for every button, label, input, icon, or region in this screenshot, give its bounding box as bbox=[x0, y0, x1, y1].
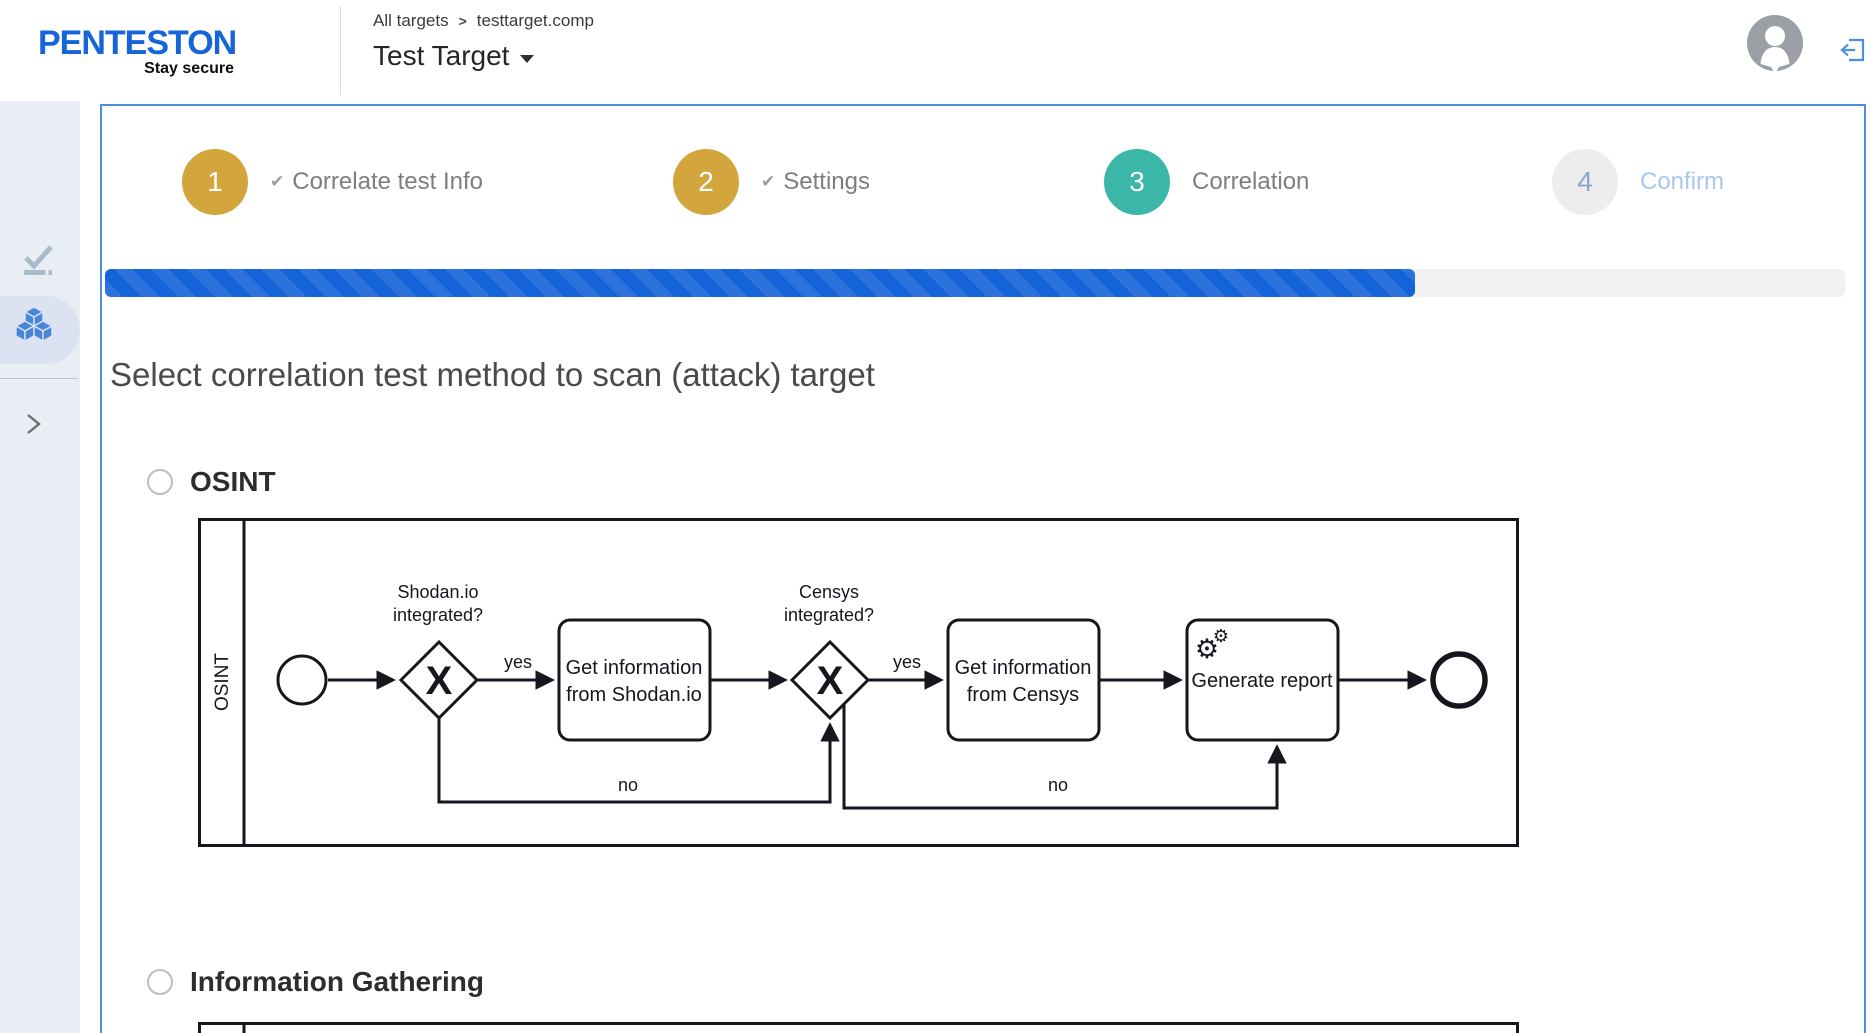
pool-border bbox=[198, 1022, 1519, 1033]
task-label: Get information bbox=[955, 657, 1092, 679]
task-box bbox=[1185, 618, 1340, 742]
gateway-x-marker: X bbox=[426, 659, 453, 703]
no-branch-flow bbox=[437, 718, 840, 804]
step-number: 1 bbox=[182, 149, 248, 215]
app-header: PENTESTON Stay secure All targets > test… bbox=[0, 0, 1873, 101]
gateway-x-marker: X bbox=[817, 659, 844, 703]
no-branch-flow bbox=[842, 704, 1287, 810]
step-label: Confirm bbox=[1640, 168, 1725, 195]
sidebar bbox=[0, 101, 80, 1033]
task-box bbox=[557, 618, 712, 742]
progress-track bbox=[105, 269, 1845, 297]
edge-label-no: no bbox=[618, 775, 638, 795]
lane-label: OSINT bbox=[212, 653, 233, 711]
check-underline-icon bbox=[24, 245, 53, 275]
page-title: Select correlation test method to scan (… bbox=[110, 356, 875, 393]
chevron-right-icon bbox=[27, 414, 41, 434]
wizard-step-2[interactable]: 2 ✔ Settings bbox=[673, 149, 870, 215]
edge-label-yes: yes bbox=[504, 652, 532, 672]
start-event bbox=[276, 654, 328, 706]
service-gears-icon: ⚙ bbox=[1195, 634, 1219, 664]
breadcrumb-root[interactable]: All targets bbox=[373, 11, 449, 30]
sidebar-item-tests[interactable] bbox=[21, 243, 57, 282]
wizard-step-4[interactable]: 4 Confirm bbox=[1552, 149, 1724, 215]
content-card: 1 ✔ Correlate test Info 2 ✔ Settings 3 C… bbox=[100, 104, 1866, 1033]
sidebar-expand-button[interactable] bbox=[24, 413, 42, 440]
person-icon bbox=[1760, 26, 1790, 71]
logout-icon[interactable] bbox=[1838, 36, 1866, 64]
target-title-dropdown[interactable]: Test Target bbox=[373, 40, 535, 72]
method-option-osint: OSINT bbox=[147, 466, 276, 497]
xor-gateway bbox=[398, 639, 480, 721]
target-title-text: Test Target bbox=[373, 40, 510, 71]
gateway-question: integrated? bbox=[784, 605, 874, 625]
method-label[interactable]: Information Gathering bbox=[190, 966, 484, 997]
step-number: 4 bbox=[1552, 149, 1618, 215]
edge-label-yes: yes bbox=[893, 652, 921, 672]
step-label: Settings bbox=[783, 168, 870, 195]
method-option-information-gathering: Information Gathering bbox=[147, 966, 484, 997]
step-number: 3 bbox=[1104, 149, 1170, 215]
pool-border bbox=[198, 518, 1519, 847]
service-gears-icon: ⚙ bbox=[1213, 626, 1229, 646]
osint-bpmn-diagram: OSINT X Shodan.io integrated? yes Get in… bbox=[198, 518, 1519, 847]
logo-text[interactable]: PENTESTON bbox=[38, 24, 237, 62]
caret-down-icon bbox=[520, 54, 535, 63]
gateway-question: integrated? bbox=[393, 605, 483, 625]
chevron-right-icon: > bbox=[458, 13, 467, 29]
wizard-step-3[interactable]: 3 Correlation bbox=[1104, 149, 1309, 215]
end-event bbox=[1430, 651, 1488, 709]
logo-tagline: Stay secure bbox=[144, 60, 234, 77]
step-number: 2 bbox=[673, 149, 739, 215]
gateway-question: Censys bbox=[799, 582, 859, 602]
check-icon: ✔ bbox=[270, 172, 285, 192]
task-box bbox=[946, 618, 1101, 742]
method-label[interactable]: OSINT bbox=[190, 466, 276, 497]
wizard-step-1[interactable]: 1 ✔ Correlate test Info bbox=[182, 149, 483, 215]
header-divider bbox=[340, 6, 341, 95]
step-label: Correlate test Info bbox=[292, 168, 484, 195]
task-label: Get information bbox=[566, 657, 703, 679]
task-label: from Shodan.io bbox=[566, 684, 702, 706]
step-label: Correlation bbox=[1192, 168, 1310, 195]
progress-fill bbox=[105, 269, 1416, 297]
task-label: from Censys bbox=[967, 684, 1079, 706]
check-icon: ✔ bbox=[761, 172, 776, 192]
radio-osint[interactable] bbox=[147, 469, 173, 495]
avatar[interactable] bbox=[1747, 15, 1803, 71]
edge-label-no: no bbox=[1048, 775, 1068, 795]
cubes-icon bbox=[15, 306, 53, 342]
task-label: Generate report bbox=[1191, 670, 1333, 692]
gateway-question: Shodan.io bbox=[397, 582, 478, 602]
sidebar-divider bbox=[0, 378, 78, 379]
radio-information-gathering[interactable] bbox=[147, 969, 173, 995]
information-gathering-bpmn-diagram bbox=[198, 1022, 1519, 1033]
xor-gateway bbox=[789, 639, 871, 721]
breadcrumb: All targets > testtarget.comp bbox=[373, 11, 594, 31]
sidebar-item-modules[interactable] bbox=[13, 306, 55, 354]
breadcrumb-current: testtarget.comp bbox=[476, 11, 594, 30]
